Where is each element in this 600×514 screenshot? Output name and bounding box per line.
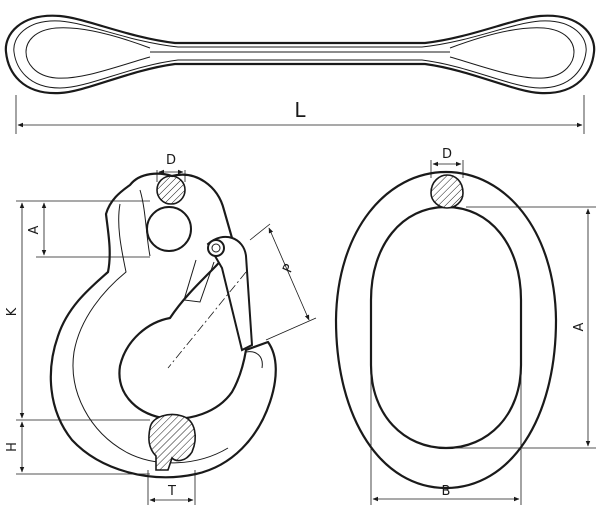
hook-p-label: P (280, 262, 297, 275)
hook-bottom-section (148, 413, 196, 471)
hook-p-dim-line (268, 227, 310, 321)
hook-tip-contour (245, 351, 263, 369)
hook-p-ext-top (249, 223, 271, 241)
hook-pin-bolt (146, 206, 192, 252)
hook-a-label: A (27, 225, 42, 234)
hook-p-ext-bottom (265, 317, 317, 341)
link-a-label: A (572, 322, 587, 331)
sling-right-eye (449, 27, 575, 79)
hook-shank-contour (139, 189, 151, 257)
hook-eye-section (156, 175, 186, 205)
latch-pivot-center (211, 243, 221, 253)
sling-outer-outline (4, 14, 596, 95)
link-top-section (430, 174, 464, 209)
link-dimensions: D A B (370, 147, 596, 505)
sling-left-eye (25, 27, 151, 79)
link-b-label: B (442, 484, 451, 499)
hook-center-line (167, 271, 247, 369)
eye-hook (49, 172, 277, 479)
link-outer-outline (334, 170, 558, 490)
latch-pivot-pin (207, 239, 225, 257)
round-sling (4, 14, 596, 95)
hook-k-label: K (5, 307, 20, 316)
hook-d-label: D (166, 153, 176, 168)
length-dimension: L (15, 95, 585, 134)
latch-spring (183, 259, 215, 303)
hook-h-label: H (5, 442, 20, 452)
hook-t-label: T (167, 484, 176, 499)
master-link (334, 170, 558, 490)
hook-safety-latch (206, 235, 254, 352)
link-inner-outline (369, 205, 523, 450)
link-d-label: D (442, 147, 452, 162)
sling-inner-outline (13, 20, 587, 89)
length-label: L (294, 98, 306, 122)
